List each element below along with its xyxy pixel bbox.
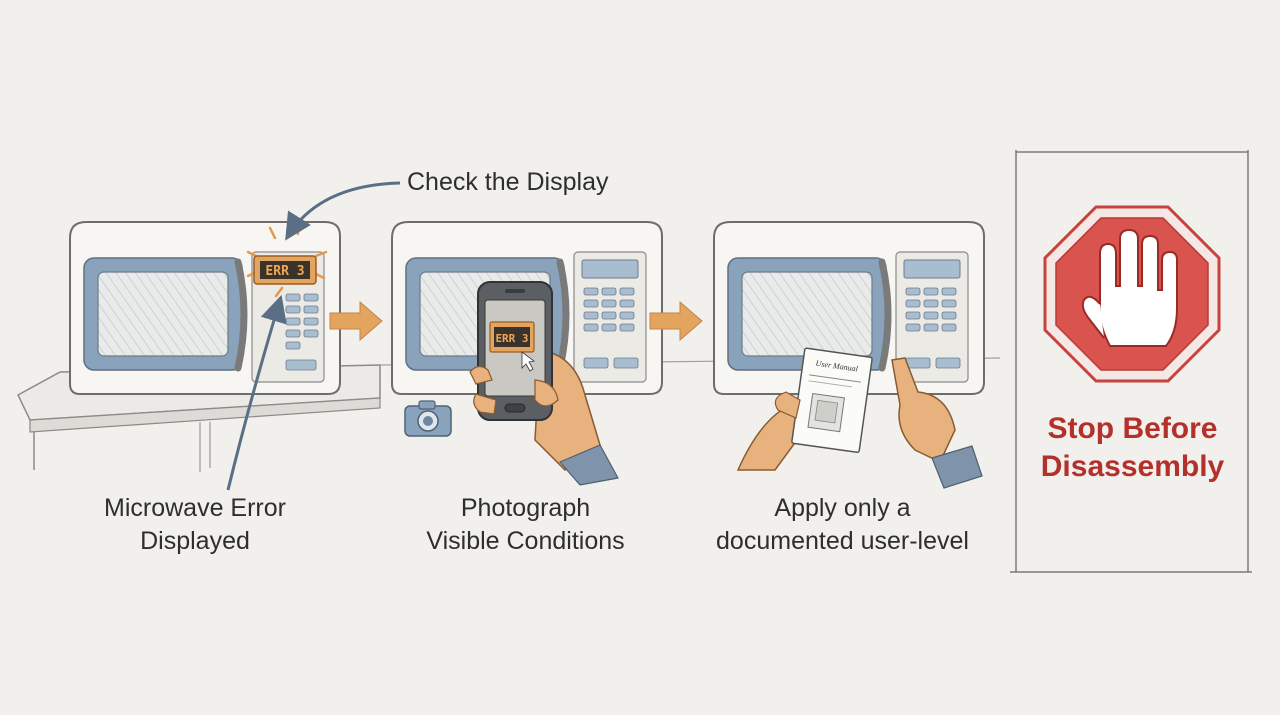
step-1-label: Microwave Error Displayed bbox=[60, 492, 330, 558]
step-3-line-1: Apply only a bbox=[774, 494, 911, 522]
microwave-3 bbox=[713, 221, 985, 395]
phone-error-code-text: ERR 3 bbox=[495, 332, 528, 345]
camera-icon bbox=[404, 400, 452, 437]
smartphone: ERR 3 bbox=[469, 281, 619, 486]
stop-panel bbox=[1010, 150, 1252, 573]
hand-icon bbox=[1098, 228, 1178, 347]
step-3-line-2: documented user-level bbox=[716, 527, 969, 555]
check-display-callout: Check the Display bbox=[407, 168, 609, 196]
stop-sign-icon bbox=[1043, 205, 1221, 383]
stop-title-line-2: Disassembly bbox=[1040, 450, 1225, 483]
flow-arrow-2 bbox=[649, 300, 703, 342]
step-2-line-2: Visible Conditions bbox=[426, 527, 625, 555]
step-2-line-1: Photograph bbox=[460, 494, 591, 522]
microwave-1: ERR 3 bbox=[69, 221, 341, 395]
step-1-line-2: Displayed bbox=[140, 527, 250, 555]
flow-arrow-1 bbox=[329, 300, 383, 342]
callout-arrow-bottom bbox=[226, 294, 287, 491]
user-manual: User Manual bbox=[736, 347, 983, 489]
error-code-text: ERR 3 bbox=[265, 264, 304, 279]
step-3-label: Apply only a documented user-level bbox=[700, 492, 985, 558]
stop-title-line-1: Stop Before bbox=[1047, 412, 1218, 445]
callout-arrow-top bbox=[285, 181, 401, 241]
error-display-glow: ERR 3 bbox=[246, 222, 328, 298]
step-2-label: Photograph Visible Conditions bbox=[388, 492, 663, 558]
step-1-line-1: Microwave Error bbox=[104, 494, 286, 522]
stop-title: Stop Before Disassembly bbox=[1020, 410, 1245, 486]
control-buttons bbox=[285, 293, 319, 371]
